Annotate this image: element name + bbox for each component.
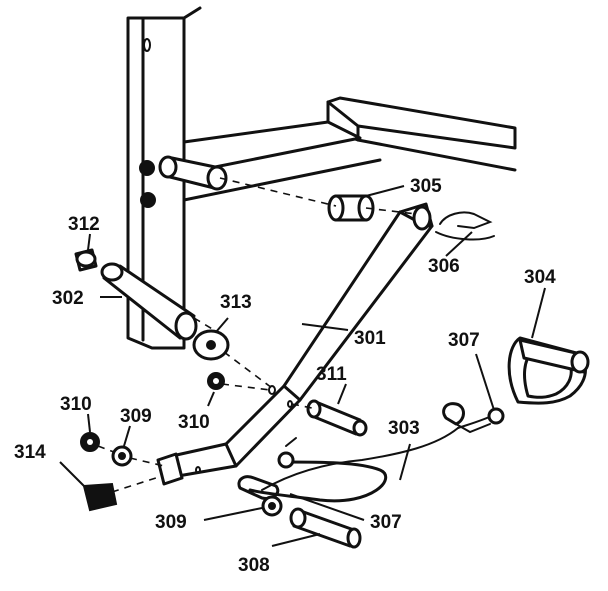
callout-303: 303 — [388, 418, 420, 439]
callout-312: 312 — [68, 214, 100, 235]
frame-pivot-pin — [158, 155, 228, 191]
callout-307-lower: 307 — [370, 512, 402, 533]
callout-304: 304 — [524, 267, 556, 288]
callout-310-mid: 310 — [178, 412, 210, 433]
callout-307-upper: 307 — [448, 330, 480, 351]
bolt-308 — [289, 507, 362, 549]
assembly-lines — [97, 177, 417, 493]
washer-313 — [192, 329, 230, 361]
washer-309-left — [111, 445, 133, 467]
callout-314: 314 — [14, 442, 46, 463]
nut-310-lower — [80, 432, 100, 452]
callout-305: 305 — [410, 176, 442, 197]
pivot-tube-302 — [100, 262, 198, 341]
callout-labels: 301 302 303 304 305 306 307 307 308 309 … — [14, 176, 556, 576]
callout-309-lower: 309 — [155, 512, 187, 533]
callout-308: 308 — [238, 555, 270, 576]
callout-301: 301 — [354, 328, 386, 349]
callout-313: 313 — [220, 292, 252, 313]
callout-310-left: 310 — [60, 394, 92, 415]
snap-hook-307-right — [442, 402, 505, 434]
spring-clip-306 — [435, 211, 495, 241]
washer-309-lower — [261, 495, 283, 517]
cap-312 — [74, 248, 98, 272]
callout-311: 311 — [316, 364, 347, 385]
nut-310-upper — [207, 372, 225, 390]
horizontal-frame-member — [182, 96, 517, 202]
handle-304 — [507, 336, 590, 405]
end-cap-314 — [82, 482, 118, 512]
callout-309-upper: 309 — [120, 406, 152, 427]
bolt-311 — [306, 399, 368, 437]
leader-lines — [59, 185, 546, 547]
callout-302: 302 — [52, 288, 84, 309]
callout-306: 306 — [428, 256, 460, 277]
